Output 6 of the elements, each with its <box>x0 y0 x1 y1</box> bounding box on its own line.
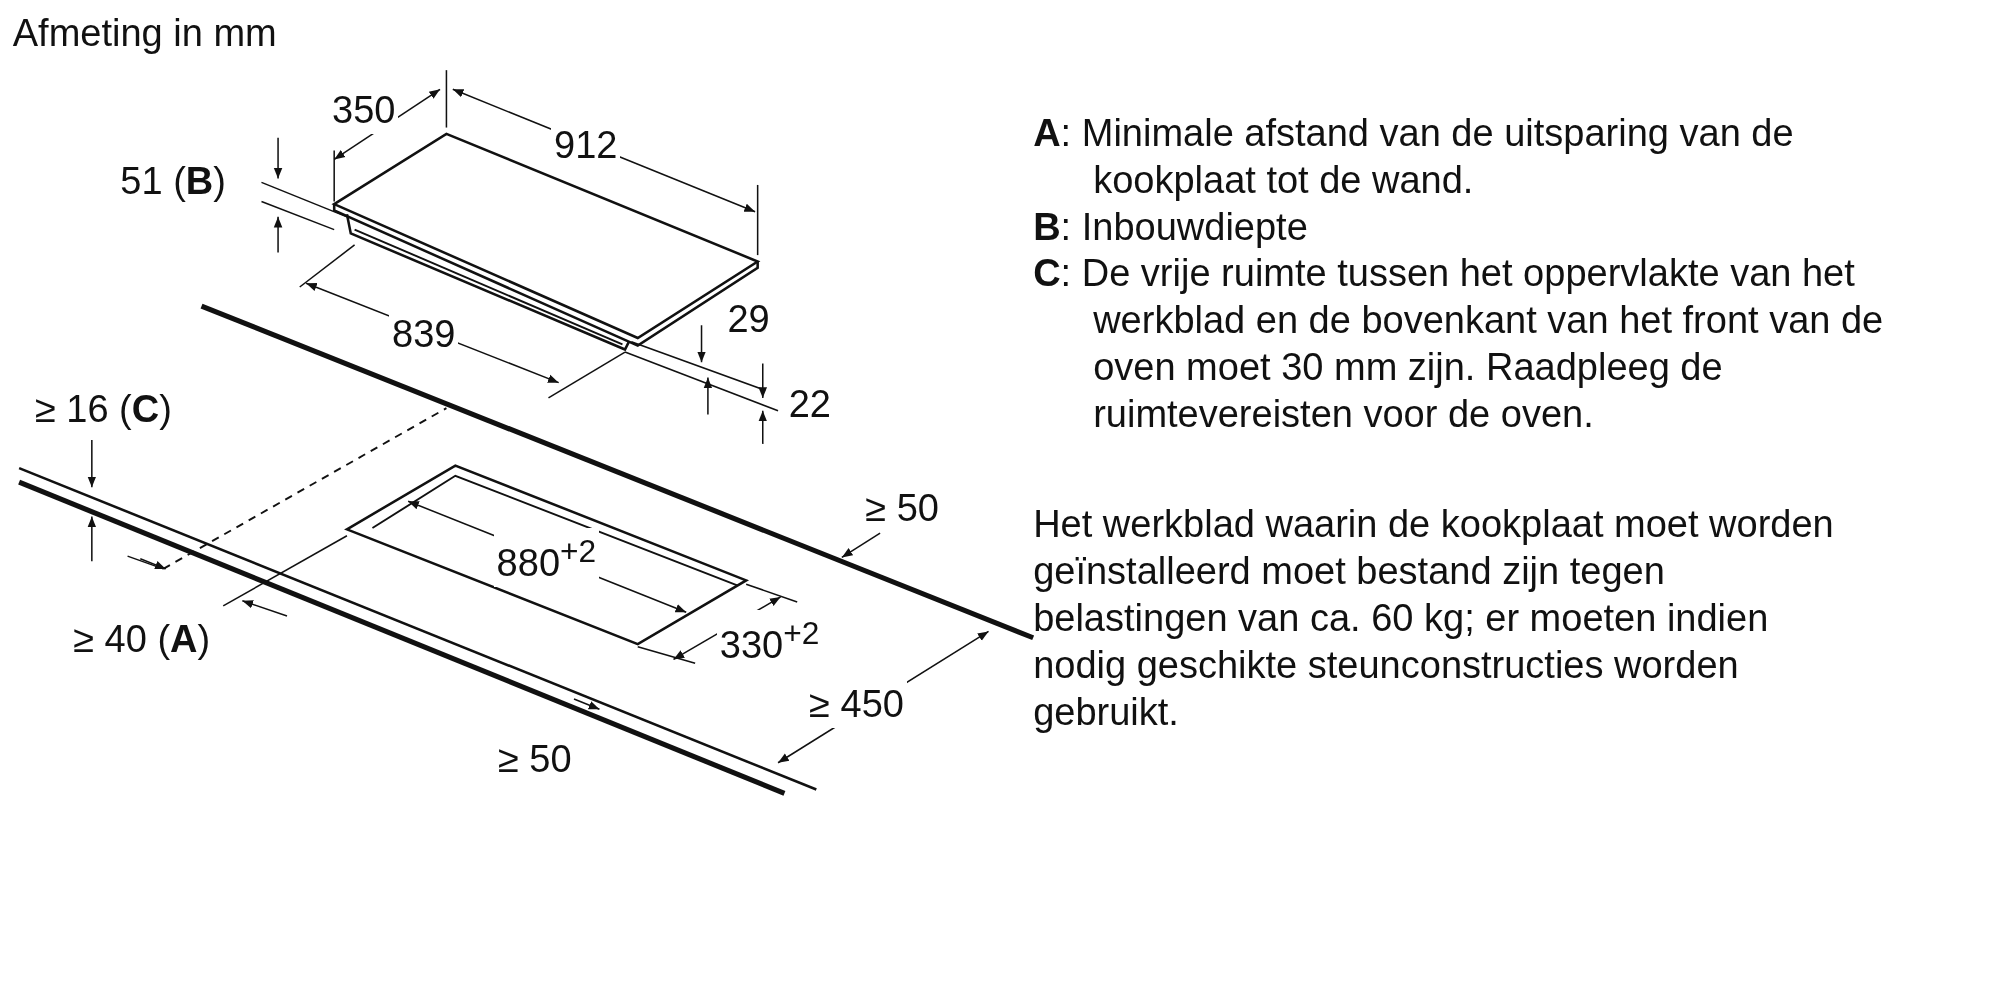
note-text: B: Inbouwdiepte <box>1033 205 1309 251</box>
note-text: C: De vrije ruimte tussen het oppervlakte van het werkblad en de bovenkant van het front van de oven moet 30 mm zijn. Raadpleeg de ruimtevereisten voor de oven. <box>1033 251 1885 437</box>
note-text: A: Minimale afstand van de uitsparing van de kookplaat tot de wand. <box>1033 110 1795 203</box>
title: Afmeting in mm <box>12 11 277 57</box>
dimension-label: 880$^{+2}$ <box>493 528 600 587</box>
note-text: Het werkblad waarin de kookplaat moet worden geïnstalleerd moet bestand zijn tegen belastingen van ca. 60 kg; er moeten indien nodig geschikte steunconstructies worden gebruikt. <box>1033 502 1835 736</box>
